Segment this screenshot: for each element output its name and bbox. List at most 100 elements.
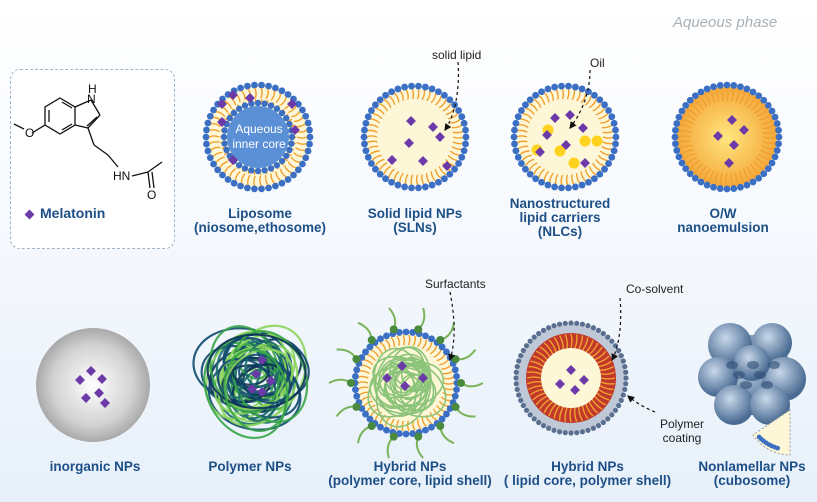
lipid-head xyxy=(272,182,279,190)
lipid-head xyxy=(372,101,379,109)
polymer-bead xyxy=(585,427,591,433)
aqueous-core-text: Aqueous inner core xyxy=(232,122,286,151)
lipid-head xyxy=(544,181,552,189)
oil-droplet xyxy=(568,157,580,169)
lipid-tail xyxy=(581,405,589,420)
lipid-tail xyxy=(599,366,614,371)
drug-diamond xyxy=(418,156,428,166)
surfactant-head xyxy=(389,325,398,334)
drug-diamond xyxy=(555,379,565,389)
lipid-tail xyxy=(287,161,297,169)
lipid-tail xyxy=(686,156,698,166)
inorganic-body xyxy=(36,328,150,442)
lipid-head xyxy=(299,160,306,168)
polymer-bead xyxy=(562,430,568,436)
lipid-head xyxy=(366,415,374,423)
lipid-head xyxy=(362,119,370,127)
lipid-tail xyxy=(535,395,548,406)
lipid-head xyxy=(267,165,275,172)
lipid-head xyxy=(352,386,359,394)
lipid-tail xyxy=(714,89,720,103)
lipid-head xyxy=(743,85,751,93)
lipid-tail xyxy=(416,419,422,430)
lipid-head xyxy=(210,106,217,114)
polymer-bead xyxy=(546,425,552,431)
lipid-head xyxy=(512,119,520,127)
drug-diamond xyxy=(217,99,227,109)
lipid-head xyxy=(283,114,290,122)
polymer-bead xyxy=(600,419,606,426)
lipid-tail xyxy=(694,99,704,111)
lipid-head xyxy=(743,181,751,189)
surfactant-head xyxy=(367,335,376,344)
lipid-tail xyxy=(412,335,417,347)
lipid-head xyxy=(302,154,310,162)
lipid-tail xyxy=(368,150,380,156)
drug-diamond xyxy=(727,115,737,125)
lipid-head xyxy=(441,175,448,183)
lipid-head xyxy=(290,171,297,179)
lipid-tail xyxy=(750,100,761,111)
lipid-tail xyxy=(533,98,542,108)
lipid-tail xyxy=(538,168,546,179)
lipid-head xyxy=(402,430,410,438)
drug-diamond xyxy=(418,373,428,383)
lipid-tail xyxy=(591,346,603,358)
solid-lipid-arrow xyxy=(444,61,460,131)
lipid-head xyxy=(686,170,694,178)
lipid-head xyxy=(203,126,210,134)
lipid-tail xyxy=(270,90,276,101)
lipid-tail xyxy=(260,87,263,99)
lipid-tail xyxy=(533,165,542,175)
drug-diamond xyxy=(382,373,392,383)
lipid-tail xyxy=(447,154,459,162)
polymer-bead xyxy=(516,358,522,364)
lipid-head xyxy=(306,133,314,141)
lipid-head xyxy=(299,106,306,114)
lipid-tail xyxy=(521,112,533,120)
lipid-tail xyxy=(686,108,698,117)
polymer-bead xyxy=(579,321,586,327)
lipid-head xyxy=(460,147,468,155)
surfactant-head xyxy=(436,422,445,431)
lipid-head xyxy=(551,183,559,191)
lipid-head xyxy=(441,91,448,99)
lipid-tail xyxy=(375,107,385,116)
co-solvent-callout: Co-solvent xyxy=(626,282,684,296)
lipid-head xyxy=(220,133,228,141)
cubic-lobe xyxy=(714,385,754,425)
lipid-tail xyxy=(762,130,776,134)
lipid-head xyxy=(288,133,296,141)
lipid-head xyxy=(273,162,281,169)
lipid-head xyxy=(214,166,222,174)
lipid-head xyxy=(443,410,450,418)
lipid-tail xyxy=(580,171,587,182)
lipid-head xyxy=(446,170,454,178)
hybrid1-particle xyxy=(328,307,484,459)
lipid-head xyxy=(591,91,598,99)
lipid-tail xyxy=(241,90,246,101)
lipid-tail xyxy=(385,339,391,349)
inorganic-label: inorganic NPs xyxy=(49,459,141,474)
lipid-tail xyxy=(421,417,427,427)
lipid-tail xyxy=(739,170,745,184)
lipid-tail xyxy=(739,91,746,104)
lipid-tail xyxy=(528,365,543,371)
lipid-tail xyxy=(532,355,546,364)
polymer-bead xyxy=(600,330,606,337)
cubic-channel xyxy=(768,361,780,369)
lipid-tail xyxy=(600,381,615,385)
polymer-bead xyxy=(585,323,591,329)
lipid-head xyxy=(571,83,579,91)
lipid-head xyxy=(376,170,384,178)
lipid-head xyxy=(571,183,579,191)
lipid-tail xyxy=(438,400,449,407)
lipid-tail xyxy=(598,388,612,396)
lipid-tail xyxy=(756,108,768,118)
lipid-tail xyxy=(578,406,583,421)
lipid-head xyxy=(394,181,402,189)
lipid-tail xyxy=(762,136,777,139)
lipid-head xyxy=(522,165,529,173)
lipid-tail xyxy=(445,158,455,167)
lipid-head xyxy=(402,328,410,336)
